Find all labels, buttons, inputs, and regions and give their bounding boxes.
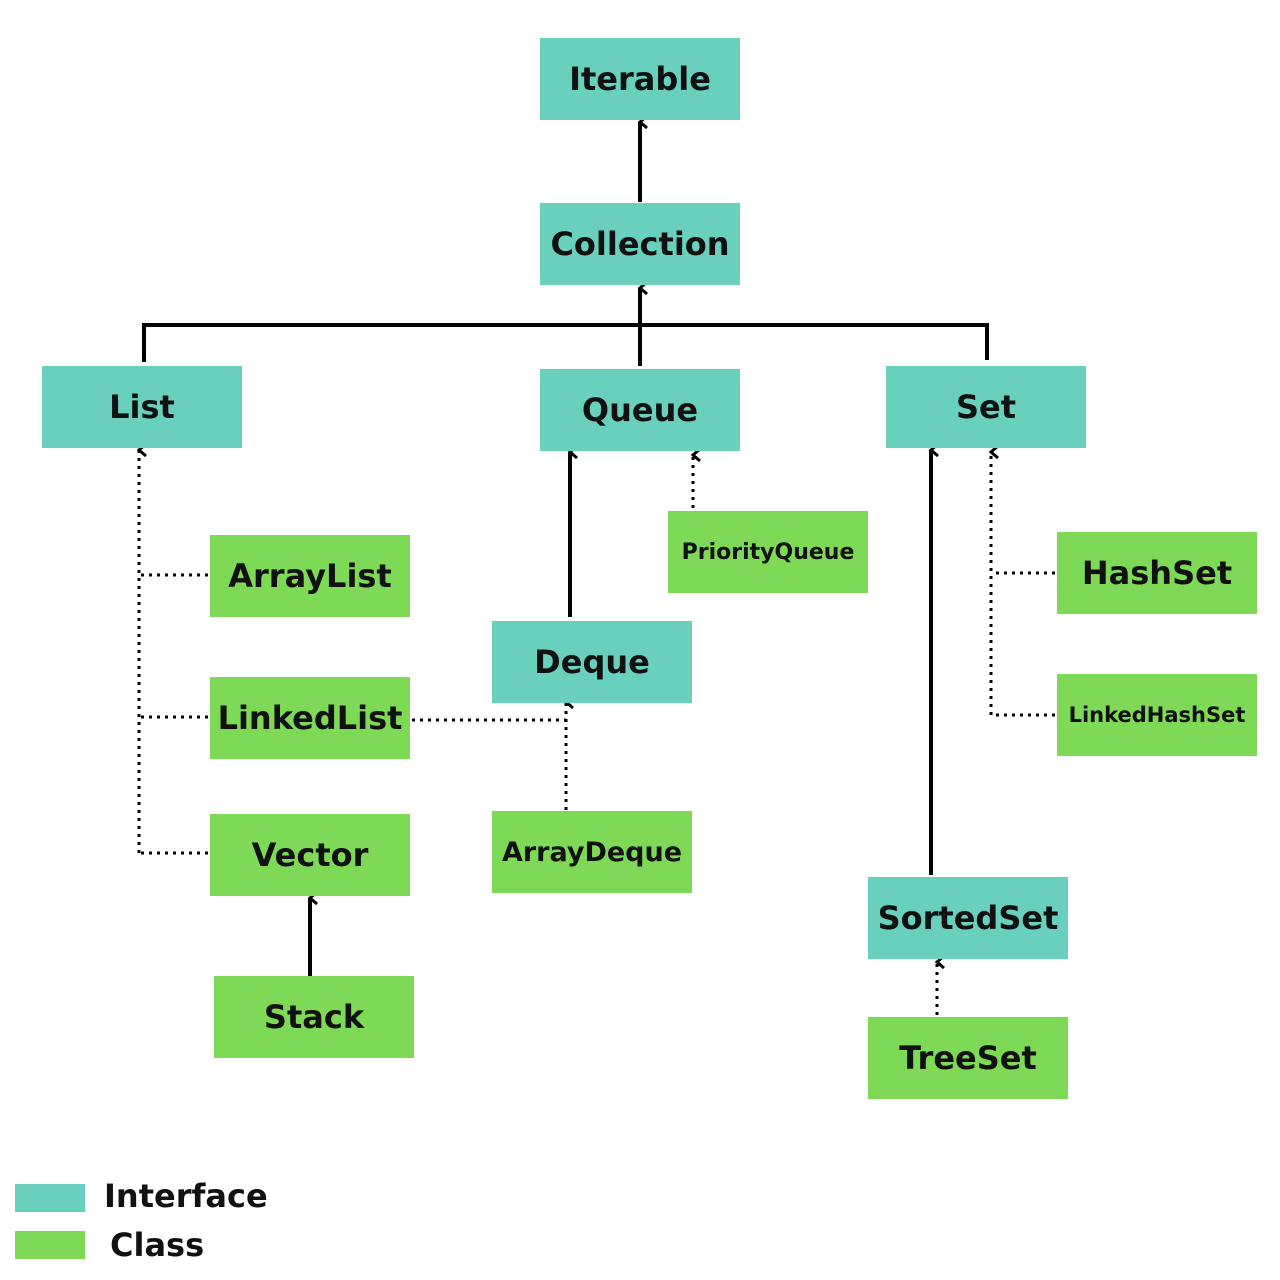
node-deque: Deque [492, 621, 692, 703]
node-linkedhashset: LinkedHashSet [1057, 674, 1257, 756]
node-iterable: Iterable [540, 38, 740, 120]
node-collection: Collection [540, 203, 740, 285]
legend-class-label: Class [110, 1226, 205, 1264]
node-set: Set [886, 366, 1086, 448]
node-vector: Vector [210, 814, 410, 896]
legend-interface-label: Interface [104, 1177, 268, 1215]
node-hashset: HashSet [1057, 532, 1257, 614]
edge-list-set-bracket [142, 323, 989, 362]
node-stack: Stack [214, 976, 414, 1058]
node-linkedlist: LinkedList [210, 677, 410, 759]
legend-class-swatch [15, 1231, 85, 1259]
legend-interface-swatch [15, 1184, 85, 1212]
node-arraydeque: ArrayDeque [492, 811, 692, 893]
node-priorityqueue: PriorityQueue [668, 511, 868, 593]
node-treeset: TreeSet [868, 1017, 1068, 1099]
node-arraylist: ArrayList [210, 535, 410, 617]
node-sortedset: SortedSet [868, 877, 1068, 959]
node-list: List [42, 366, 242, 448]
node-queue: Queue [540, 369, 740, 451]
